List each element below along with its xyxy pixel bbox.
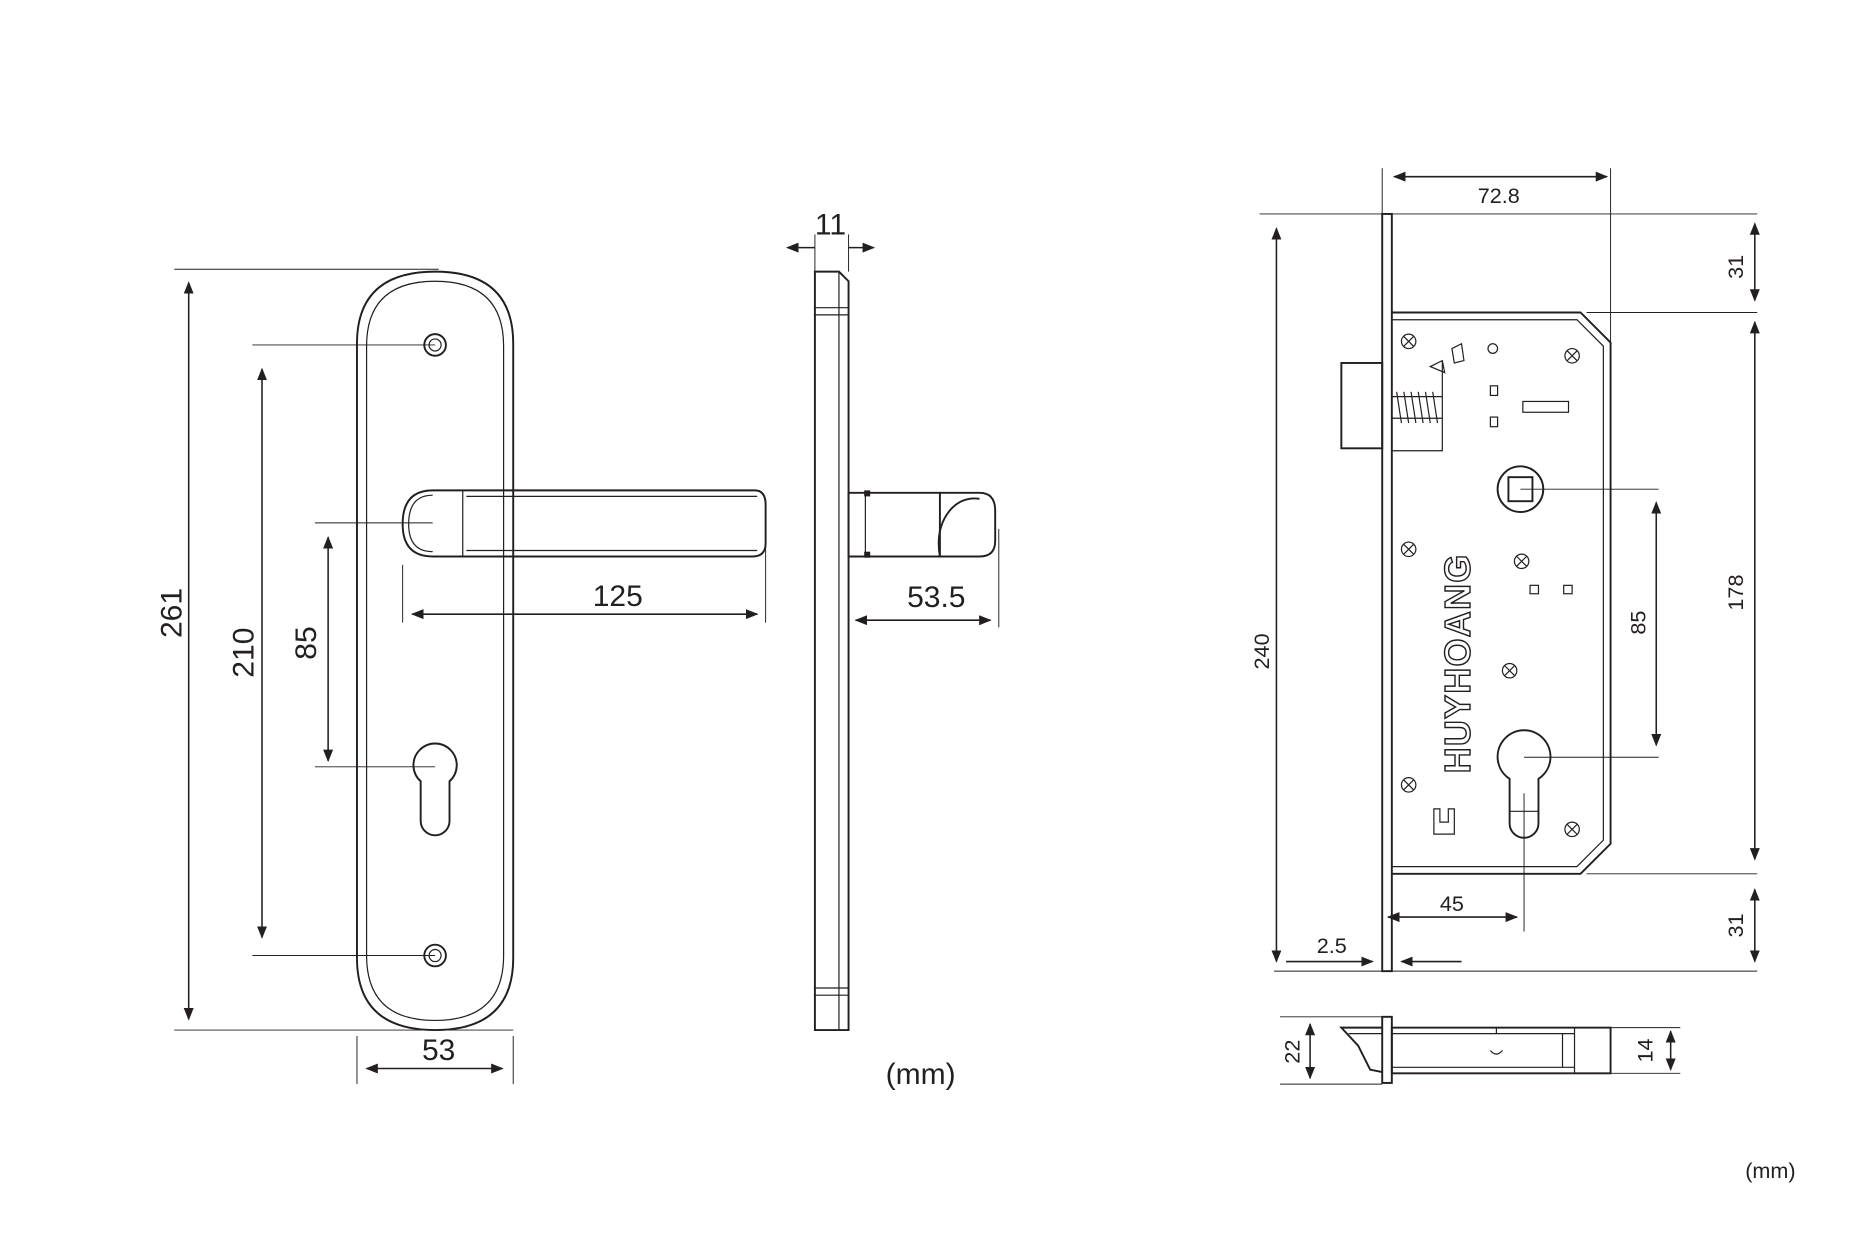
backplate-outline <box>356 270 515 1032</box>
dim-faceplate-height-label: 240 <box>1249 633 1274 669</box>
lever-handle <box>401 489 767 558</box>
dim-top-offset-label: 31 <box>1723 255 1748 279</box>
dim-height-label: 261 <box>155 588 188 638</box>
lock-case-side <box>1390 1026 1612 1075</box>
screw-icon <box>1564 821 1580 838</box>
handle-front-view: 261 210 85 125 53 <box>155 268 767 1085</box>
brand-logo: HUYHOANG <box>1437 554 1478 774</box>
dim-center-to-center-label: 85 <box>1625 611 1650 635</box>
faceplate <box>1381 212 1393 973</box>
lock-bottom-view: 22 14 (mm) <box>1279 1015 1796 1183</box>
screw-icon <box>1564 347 1580 364</box>
dim-lever-length-label: 125 <box>593 580 643 613</box>
handle-side-view: 11 53.5 (mm) <box>786 208 1000 1091</box>
dim-body-thickness-label: 14 <box>1633 1038 1658 1062</box>
latch-spring <box>1391 360 1443 452</box>
side-plate <box>813 270 850 1032</box>
dim-center-to-key-label: 85 <box>290 626 323 659</box>
screw-icon <box>1400 333 1417 350</box>
dim-body-width-label: 72.8 <box>1478 183 1520 208</box>
lock-body-view: HUYHOANG 72.8 31 178 31 240 85 45 2.5 <box>1249 168 1760 973</box>
screw-icon <box>1400 777 1417 793</box>
keyhole-icon <box>412 742 458 837</box>
screw-icon <box>1501 662 1518 679</box>
latch-bolt <box>1340 362 1384 450</box>
lever-end <box>937 491 997 558</box>
latch-side <box>1339 1026 1383 1074</box>
dim-backset-label: 45 <box>1440 891 1464 916</box>
screw-icon <box>1513 553 1530 570</box>
unit-label: (mm) <box>886 1058 956 1091</box>
dim-body-height-label: 178 <box>1723 575 1748 611</box>
dim-screw-spacing-label: 210 <box>228 628 261 678</box>
dim-thickness-label: 11 <box>815 208 846 241</box>
dim-faceplate-thickness-label: 2.5 <box>1317 933 1347 958</box>
lock-case <box>1391 311 1612 875</box>
dim-bottom-offset-label: 31 <box>1723 913 1748 937</box>
spindle <box>847 491 941 558</box>
dim-faceplate-width-label: 22 <box>1279 1040 1304 1064</box>
cylinder-hole-icon <box>1496 729 1552 839</box>
dim-width-label: 53 <box>422 1034 455 1067</box>
backplate-inner-outline <box>365 280 505 1022</box>
screw-icon <box>1400 541 1417 558</box>
unit-label: (mm) <box>1745 1158 1795 1183</box>
dim-projection-label: 53.5 <box>907 581 965 614</box>
